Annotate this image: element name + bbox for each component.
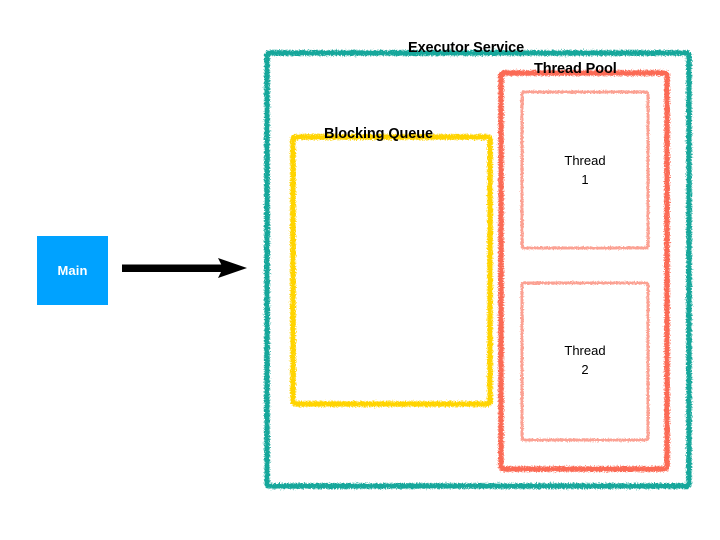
node-blocking-queue[interactable] xyxy=(290,134,493,407)
node-thread-pool[interactable] xyxy=(498,70,670,472)
node-thread-2-name: Thread xyxy=(564,343,606,358)
node-thread-1-label: Thread 1 xyxy=(520,152,650,190)
node-executor-service-label: Executor Service xyxy=(408,40,525,56)
node-thread-2-label: Thread 2 xyxy=(520,342,650,380)
node-thread-2[interactable] xyxy=(520,281,650,442)
node-thread-1[interactable] xyxy=(520,90,650,250)
node-main[interactable]: Main xyxy=(37,236,108,305)
arrow-main-to-executor xyxy=(120,252,248,284)
node-executor-service[interactable] xyxy=(264,50,692,489)
node-thread-2-number: 2 xyxy=(581,361,589,377)
node-blocking-queue-label: Blocking Queue xyxy=(324,126,433,142)
arrow-icon xyxy=(122,258,247,278)
node-thread-1-name: Thread xyxy=(564,153,606,168)
node-thread-1-number: 1 xyxy=(581,171,589,187)
node-thread-pool-label: Thread Pool xyxy=(534,61,617,77)
node-main-label: Main xyxy=(57,263,88,278)
